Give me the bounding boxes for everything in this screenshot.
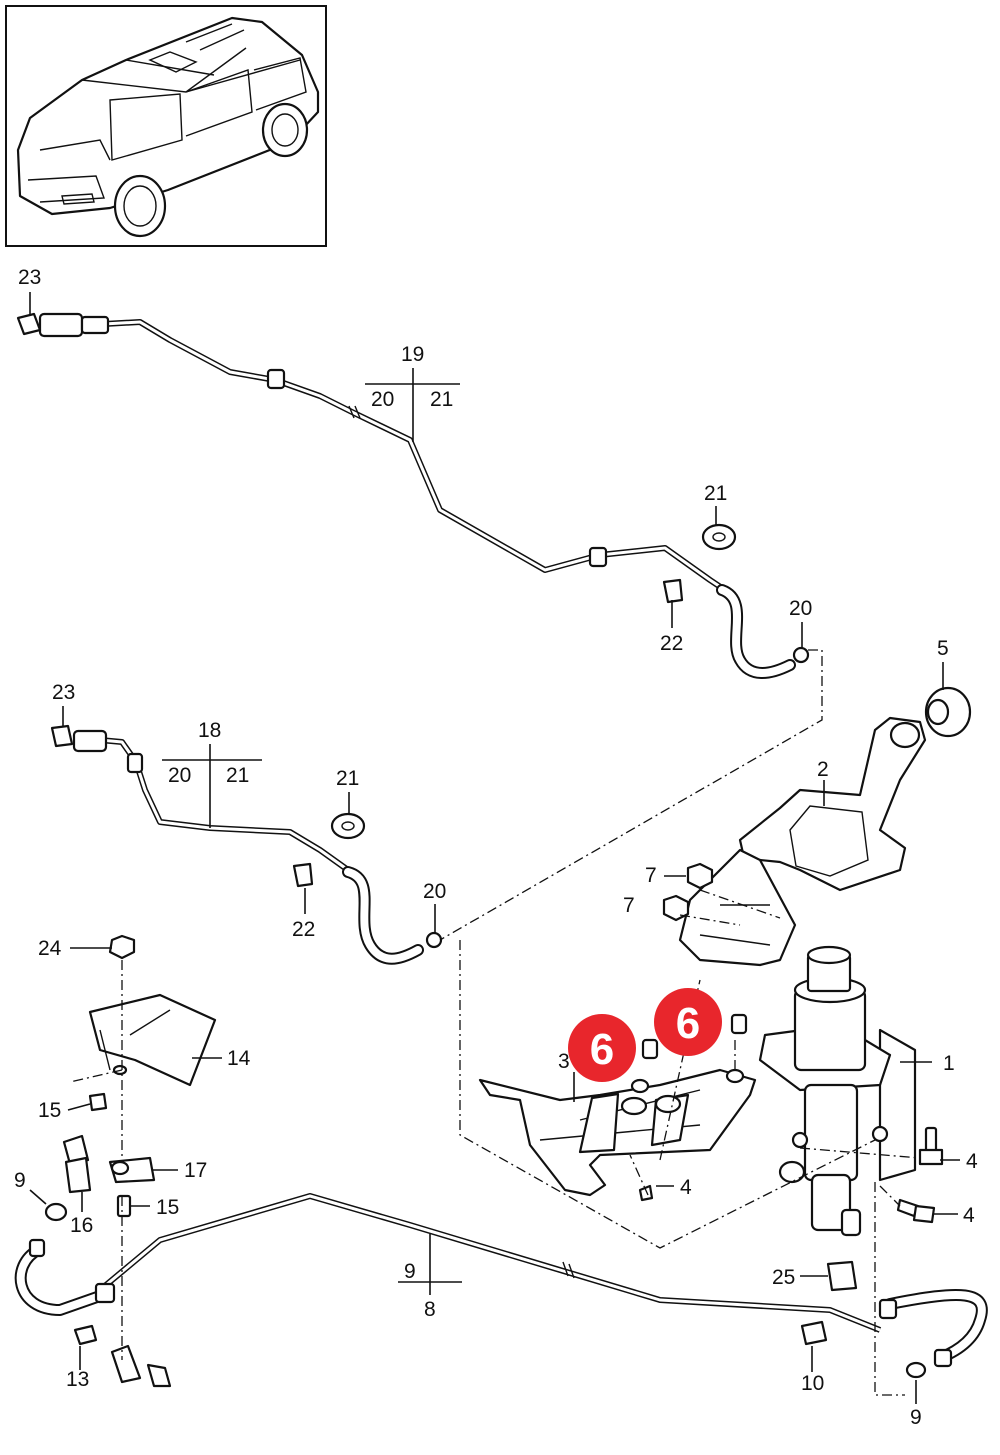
highlight-badge-6-right: 6 [654, 988, 722, 1056]
callout-5: 5 [937, 637, 949, 660]
mounting-bracket [678, 686, 972, 967]
highlight-label: 6 [676, 999, 700, 1048]
highlight-circle [568, 1014, 636, 1082]
callout-15-lower: 15 [156, 1196, 179, 1219]
brake-line-assembly-upper [16, 312, 810, 679]
callout-labels: 23 19 20 21 21 22 20 5 23 18 20 21 21 22… [14, 266, 978, 1429]
callout-13: 13 [66, 1368, 89, 1391]
callout-18-sub-21: 21 [226, 764, 249, 787]
callout-23-lower: 23 [52, 681, 75, 704]
pressure-sensor [641, 1013, 748, 1060]
bolt-group [638, 1126, 944, 1224]
brake-line-assembly-lower [50, 724, 443, 965]
callout-4-right-lower: 4 [963, 1204, 975, 1227]
callout-8: 8 [424, 1298, 436, 1321]
side-bracket [44, 934, 217, 1222]
callout-18-sub-20: 20 [168, 764, 191, 787]
brake-line-assembly-bottom [14, 1193, 988, 1388]
callout-24: 24 [38, 937, 62, 960]
callout-15-upper: 15 [38, 1099, 61, 1122]
callout-7-lower: 7 [623, 894, 635, 917]
callout-9-center: 9 [404, 1260, 416, 1283]
callout-9-right: 9 [910, 1406, 922, 1429]
callout-20-lower: 20 [423, 880, 446, 903]
callout-25: 25 [772, 1266, 795, 1289]
callout-17: 17 [184, 1159, 207, 1182]
callout-4-right-upper: 4 [966, 1150, 978, 1173]
highlight-badges: 6 6 [568, 988, 722, 1082]
callout-2: 2 [817, 758, 829, 781]
suv-vehicle-icon [16, 16, 320, 238]
highlight-circle [654, 988, 722, 1056]
highlight-label: 6 [590, 1025, 614, 1074]
sensor-bracket [478, 1013, 757, 1197]
callout-14: 14 [227, 1047, 251, 1070]
callout-18: 18 [198, 719, 221, 742]
callout-22-upper: 22 [660, 632, 683, 655]
callout-10: 10 [801, 1372, 824, 1395]
vehicle-thumbnail [5, 5, 327, 247]
reference-lines [69, 649, 921, 1396]
callout-22-lower: 22 [292, 918, 315, 941]
callout-23-upper: 23 [18, 266, 41, 289]
callout-3: 3 [558, 1050, 570, 1073]
callout-21-lower: 21 [336, 767, 359, 790]
leader-lines [29, 292, 960, 1404]
callout-20-upper: 20 [789, 597, 812, 620]
callout-9-left: 9 [14, 1169, 26, 1192]
callout-4-center: 4 [680, 1176, 692, 1199]
callout-19-sub-20: 20 [371, 388, 394, 411]
pump-assembly [758, 945, 917, 1237]
callout-7-upper: 7 [645, 864, 657, 887]
nut-group [662, 862, 714, 922]
callout-19: 19 [401, 343, 424, 366]
callout-1: 1 [943, 1052, 955, 1075]
callout-19-sub-21: 21 [430, 388, 453, 411]
callout-21-upper: 21 [704, 482, 727, 505]
highlight-badge-6-left: 6 [568, 1014, 636, 1082]
callout-16: 16 [70, 1214, 93, 1237]
